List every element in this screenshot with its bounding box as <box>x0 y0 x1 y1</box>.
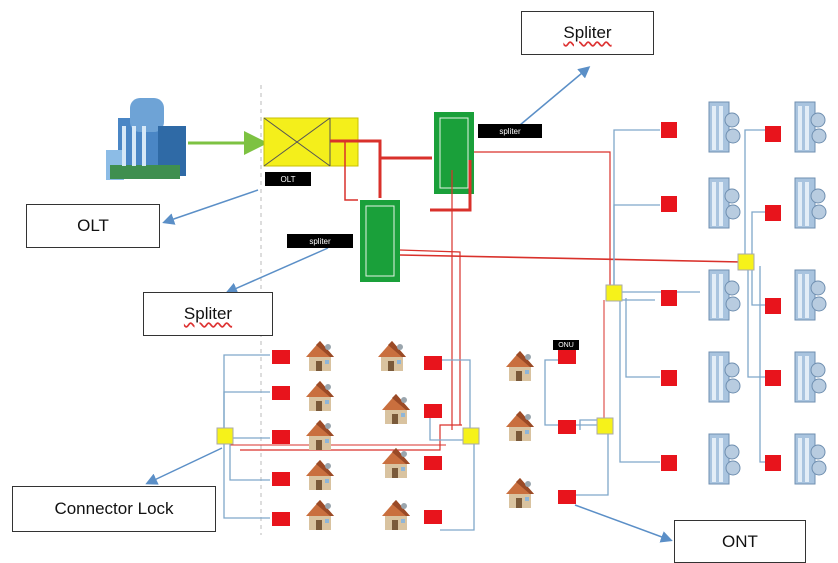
ont-box <box>272 350 290 364</box>
house-icon <box>382 394 410 424</box>
spliter-callout-top: Spliter <box>521 11 654 55</box>
ont-box <box>558 490 576 504</box>
house-icon <box>306 341 334 371</box>
splitter-b <box>360 200 400 282</box>
ont-box <box>765 205 781 221</box>
house-icon <box>306 500 334 530</box>
ont-box <box>661 370 677 386</box>
ont-box <box>558 420 576 434</box>
building-icon <box>794 433 827 485</box>
building-icon <box>708 433 741 485</box>
ont-callout-label: ONT <box>722 531 758 551</box>
olt-callout: OLT <box>26 204 160 248</box>
ont-box <box>765 370 781 386</box>
ont-box <box>424 356 442 370</box>
ont-box <box>424 456 442 470</box>
central-office-icon <box>106 98 186 180</box>
ont-box <box>272 386 290 400</box>
ont-devices <box>272 122 781 526</box>
spliter-tag-b: spliter <box>287 234 353 248</box>
ont-box <box>765 455 781 471</box>
ont-box <box>272 512 290 526</box>
house-icon <box>306 420 334 450</box>
house-icon <box>306 381 334 411</box>
spliter-callout-top-label: Spliter <box>563 23 612 42</box>
feeder-fibers <box>230 139 743 451</box>
drop-fibers <box>223 129 765 531</box>
building-icon <box>708 269 741 321</box>
houses <box>306 341 534 530</box>
ont-box <box>272 472 290 486</box>
connector-lock <box>216 427 234 445</box>
connector-lock <box>462 427 480 445</box>
spliter-callout-left-label: Spliter <box>183 304 233 323</box>
building-icon <box>794 351 827 403</box>
building-icon <box>794 101 827 153</box>
spliter-tag-a: spliter <box>478 124 542 138</box>
house-icon <box>506 351 534 381</box>
olt-callout-label: OLT <box>77 216 109 235</box>
house-icon <box>306 460 334 490</box>
connector-lock-callout-label: Connector Lock <box>54 499 174 518</box>
building-icon <box>708 101 741 153</box>
callout-pointers <box>145 66 673 543</box>
connector-lock <box>596 417 614 435</box>
house-icon <box>378 341 406 371</box>
connector-lock <box>737 253 755 271</box>
house-icon <box>382 448 410 478</box>
onu-tag: ONU <box>553 340 579 350</box>
connector-lock <box>605 284 623 302</box>
building-icon <box>708 177 741 229</box>
ont-box <box>661 290 677 306</box>
connector-lock-callout: Connector Lock <box>12 486 216 532</box>
spliter-callout-left: Spliter <box>143 292 273 336</box>
ont-box <box>661 455 677 471</box>
ont-box <box>424 404 442 418</box>
apartment-buildings <box>708 101 827 485</box>
ont-box <box>558 350 576 364</box>
ont-box <box>765 126 781 142</box>
ont-box <box>424 510 442 524</box>
olt-tag: OLT <box>265 172 311 186</box>
ont-callout: ONT <box>674 520 806 563</box>
ont-box <box>661 196 677 212</box>
ont-box <box>661 122 677 138</box>
building-icon <box>708 351 741 403</box>
ont-box <box>765 298 781 314</box>
ont-box <box>272 430 290 444</box>
building-icon <box>794 177 827 229</box>
connector-locks <box>216 253 755 445</box>
house-icon <box>506 411 534 441</box>
house-icon <box>382 500 410 530</box>
house-icon <box>506 478 534 508</box>
splitter-a <box>434 112 474 194</box>
building-icon <box>794 269 827 321</box>
